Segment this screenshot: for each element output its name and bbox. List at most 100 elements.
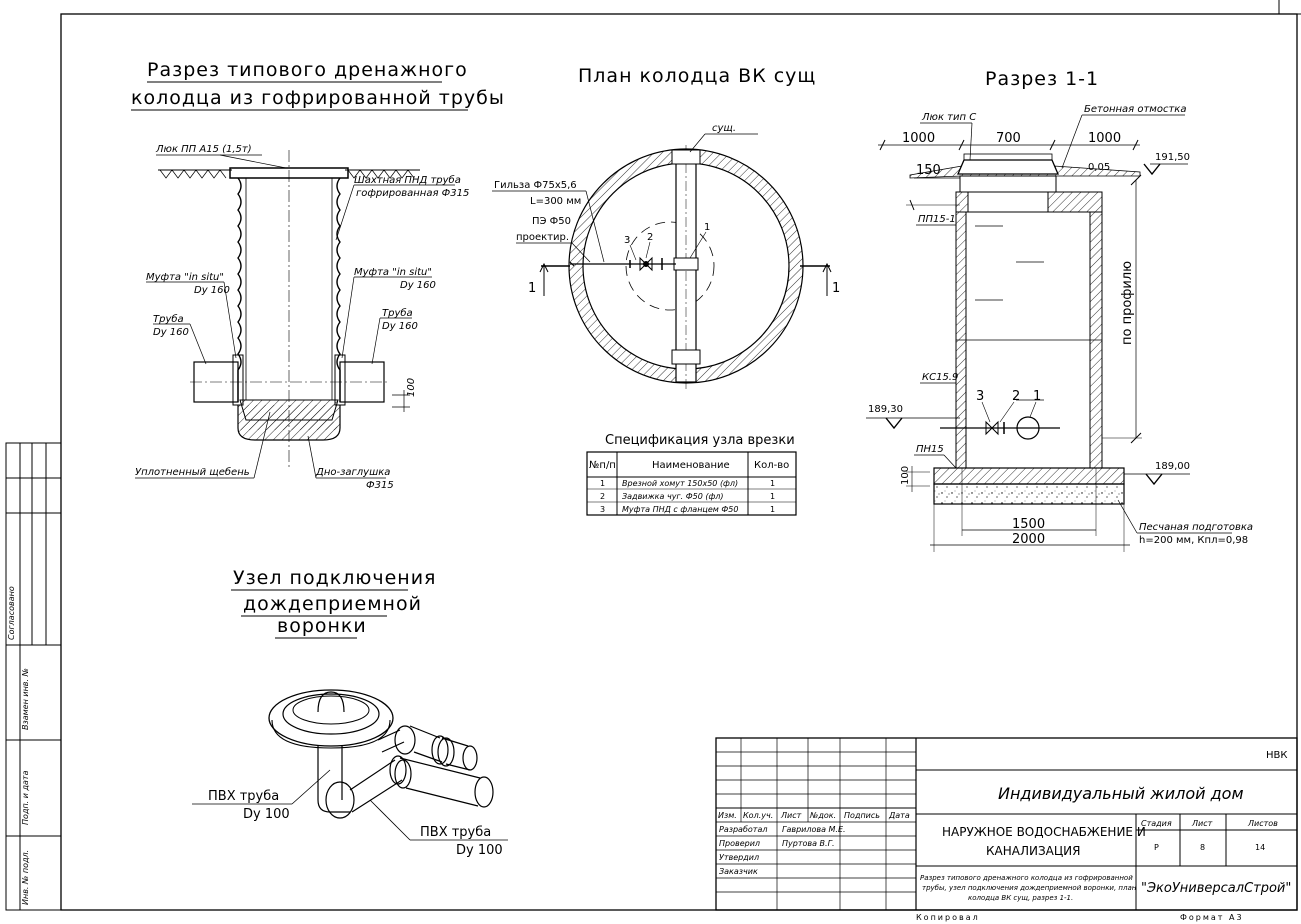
drain-pipe-left-2: Dy 160 [153,327,189,338]
tb-h-doc: №док. [809,811,836,820]
tb-h-sign: Подпись [844,811,880,820]
funnel-node: Узел подключения дождеприемной воронки П… [192,567,508,858]
tb-role-0: Разработал [719,825,767,834]
tb-name-0: Гаврилова М.Е. [782,825,846,834]
spec-row-0-name: Врезной хомут 150х50 (фл) [622,479,738,488]
tb-name-1: Пуртова В.Г. [782,839,835,848]
drain-pipe-right-1: Труба [382,307,413,319]
drain-coupling-left-1: Муфта "in situ" [146,272,224,283]
drain-bottom-label-2: Ф315 [366,480,394,491]
sec-pn-label: ПН15 [916,444,944,455]
drain-bottom-label-1: Дно-заглушка [315,467,390,478]
sec-d1000-left: 1000 [902,131,935,146]
stamp-sign-date: Подп. и дата [21,770,30,825]
sec-d100: 100 [900,466,911,485]
drain-coupling-right-1: Муфта "in situ" [354,267,432,278]
tb-stage-h: Стадия [1141,819,1172,828]
spec-row-0-qty: 1 [770,479,775,488]
drain-gravel-label: Уплотненный щебень [135,466,250,478]
drain-title-line2: колодца из гофрированной трубы [131,87,505,109]
sec-slope: 0,05 [1088,162,1110,173]
sec-profile-label: по профилю [1120,261,1135,345]
spec-row-1-name: Задвижка чуг. Ф50 (фл) [622,492,724,501]
side-stamp: Согласовано Взамен инв. № Подп. и дата И… [5,442,62,911]
sec-d1000-right: 1000 [1088,131,1121,146]
plan-title: План колодца ВК сущ [578,65,816,87]
drain-pipe-left-1: Труба [153,313,184,325]
funnel-title-2: дождеприемной [243,593,422,615]
drain-pipe-right-2: Dy 160 [382,321,418,332]
plan-view: План колодца ВК сущ 3 2 1 сущ. Гильза Ф7… [492,65,840,390]
tb-section-2: КАНАЛИЗАЦИЯ [986,844,1081,858]
stamp-replace: Взамен инв. № [21,668,30,730]
tb-sheets-h: Листов [1247,819,1278,828]
sec-blind-label: Бетонная отмостка [1084,104,1186,115]
title-block: Изм. Кол.уч. Лист №док. Подпись Дата Раз… [715,737,1298,922]
tb-code: НВК [1266,750,1287,761]
plan-mark-3: 3 [624,235,630,246]
funnel-pvc2-1: ПВХ труба [420,825,491,840]
spec-row-0-num: 1 [600,479,605,488]
stamp-inv-no: Инв. № подл. [21,850,30,905]
drain-shaft-label-1: Шахтная ПНД труба [354,174,461,186]
drain-well-section: Разрез типового дренажного колодца из го… [131,59,505,491]
tb-desc-2: трубы, узел подключения дождеприемной во… [922,884,1137,892]
spec-row-1-qty: 1 [770,492,775,501]
drain-coupling-left-2: Dy 160 [194,285,230,296]
tb-role-2: Утвердил [719,853,759,862]
spec-row-2-name: Муфта ПНД с фланцем Ф50 [622,505,738,514]
tb-stage: Р [1154,843,1159,852]
funnel-title-3: воронки [277,615,367,637]
spec-row-1-num: 2 [600,492,605,501]
drain-hatch-label: Люк ПП А15 (1,5т) [155,144,252,155]
plan-pe-1: ПЭ Ф50 [532,216,571,227]
sec-mark-3: 3 [976,389,984,404]
spec-header-0: №п/п [589,460,616,471]
tb-sheets: 14 [1255,843,1265,852]
tb-role-3: Заказчик [719,867,758,876]
spec-title: Спецификация узла врезки [605,433,795,448]
tb-desc-3: колодца ВК сущ, разрез 1-1. [968,894,1073,902]
tb-role-1: Проверил [719,839,760,848]
sec-d2000: 2000 [1012,532,1045,547]
spec-header-1: Наименование [652,460,730,471]
plan-pe-2: проектир. [516,232,569,243]
sec-d1500: 1500 [1012,517,1045,532]
drain-title-line1: Разрез типового дренажного [147,59,468,81]
sec-level-pipe: 189,30 [868,404,903,415]
tb-section-1: НАРУЖНОЕ ВОДОСНАБЖЕНИЕ И [942,825,1146,839]
plan-mark-1: 1 [704,222,710,233]
sec-level-top: 191,50 [1155,152,1190,163]
spec-row-2-num: 3 [600,505,605,514]
sec-mark-1: 1 [1033,389,1041,404]
tb-object: Индивидуальный жилой дом [998,784,1244,803]
tb-h-kol: Кол.уч. [743,811,773,820]
sec-level-bottom: 189,00 [1155,461,1190,472]
spec-table: Спецификация узла врезки №п/п Наименован… [586,433,797,516]
plan-exist-label: сущ. [712,123,736,134]
funnel-title-1: Узел подключения [233,567,436,589]
plan-sleeve-1: Гильза Ф75х5,6 [494,180,577,191]
sec-sand-1: Песчаная подготовка [1139,522,1253,533]
plan-mark-2: 2 [647,232,653,243]
funnel-pvc2-2: Dy 100 [456,843,503,858]
drain-coupling-right-2: Dy 160 [400,280,436,291]
funnel-pvc1-2: Dy 100 [243,807,290,822]
funnel-pvc1-1: ПВХ труба [208,789,279,804]
spec-row-2-qty: 1 [770,505,775,514]
sec-d700: 700 [996,131,1021,146]
plan-cut-left: 1 [528,281,536,296]
tb-format: Формат А3 [1180,913,1244,922]
tb-h-date: Дата [888,811,910,820]
sec-ks-label: КС15.9 [922,372,958,383]
tb-h-izm: Изм. [718,811,737,820]
tb-sheet-h: Лист [1191,819,1213,828]
section-1-1: Разрез 1-1 1000 700 1000 Люк тип С Бетон… [866,68,1253,552]
sec-sand-2: h=200 мм, Кпл=0,98 [1139,535,1248,546]
tb-sheet: 8 [1200,843,1205,852]
sec-pp-label: ПП15-1 [918,214,956,225]
tb-desc-1: Разрез типового дренажного колодца из го… [920,874,1133,882]
stamp-agreed: Согласовано [7,586,16,640]
plan-cut-right: 1 [832,281,840,296]
